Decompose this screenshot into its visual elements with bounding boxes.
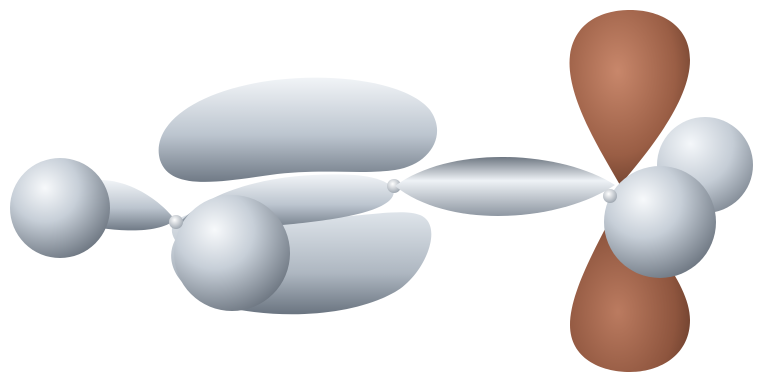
pi-lobe-top (159, 78, 437, 182)
sigma-spindle-right (395, 157, 615, 216)
carbon-nucleus-left (169, 215, 183, 229)
bond-lobe-left (100, 180, 175, 230)
hydrogen-sphere-left-front (174, 195, 290, 311)
carbon-nucleus-right (603, 189, 617, 203)
hydrogen-sphere-left (10, 158, 110, 258)
hydrogen-sphere-right-front (604, 166, 716, 278)
